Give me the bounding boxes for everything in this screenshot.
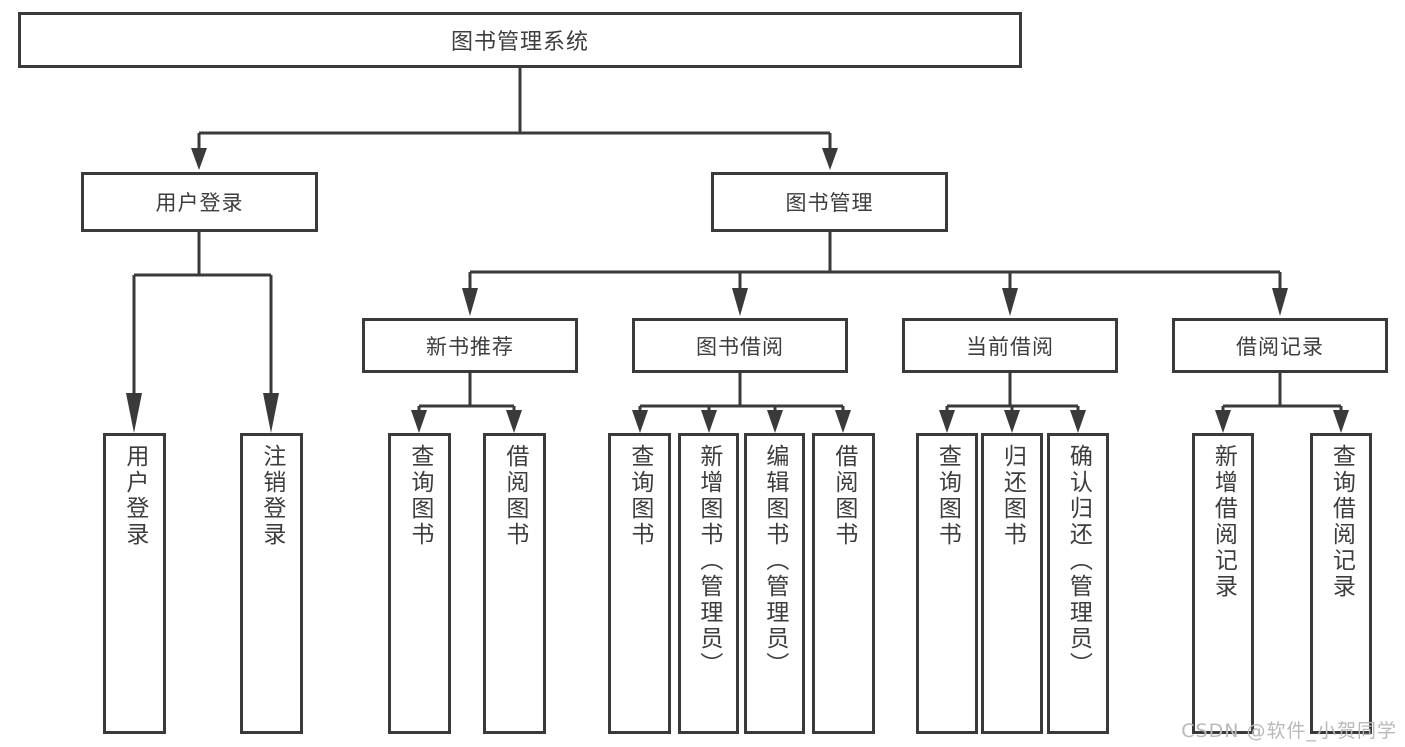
leaf-label: 查询图书 [934,444,961,548]
leaf-borrow-record-1[interactable]: 新增借阅记录 [1192,433,1254,734]
leaf-label: 借阅图书 [830,444,857,548]
node-new-book-recommend-label: 新书推荐 [426,334,514,359]
arrow-manage-to-recommend [462,288,478,316]
leaf-label: 用户登录 [121,444,148,548]
arrow-manage-to-current [1002,288,1018,316]
arrow-record-leaf-1 [1215,410,1231,433]
arrow-borrow-leaf-2 [701,410,717,433]
arrow-root-to-manage [822,148,838,170]
arrow-borrow-leaf-1 [632,410,648,433]
node-borrow-record[interactable]: 借阅记录 [1172,318,1388,373]
leaf-label: 新增图书（管理员） [695,444,722,678]
leaf-label: 新增借阅记录 [1210,444,1237,600]
arrow-root-to-login [191,148,207,170]
leaf-current-borrow-1[interactable]: 查询图书 [916,433,978,734]
leaf-label: 编辑图书（管理员） [761,444,788,678]
arrow-borrow-leaf-3 [767,410,783,433]
node-current-borrow-label: 当前借阅 [966,334,1054,359]
node-root[interactable]: 图书管理系统 [18,12,1022,68]
leaf-user-login-1[interactable]: 用户登录 [103,433,166,734]
leaf-new-book-recommend-1[interactable]: 查询图书 [388,433,451,734]
leaf-label: 查询图书 [626,444,653,548]
leaf-label: 归还图书 [999,444,1026,548]
arrow-current-leaf-2 [1004,410,1020,433]
node-current-borrow[interactable]: 当前借阅 [902,318,1118,373]
node-book-management[interactable]: 图书管理 [711,172,948,232]
arrow-login-leaf-2 [263,393,279,433]
leaf-label: 查询图书 [406,444,433,548]
node-book-management-label: 图书管理 [785,191,874,215]
node-book-borrow[interactable]: 图书借阅 [632,318,848,373]
arrow-recommend-leaf-1 [411,410,427,433]
leaf-current-borrow-2[interactable]: 归还图书 [981,433,1043,734]
arrow-record-leaf-2 [1333,410,1349,433]
leaf-book-borrow-2[interactable]: 新增图书（管理员） [678,433,739,734]
leaf-label: 注销登录 [258,444,285,548]
arrow-login-leaf-1 [126,393,142,433]
csdn-watermark: CSDN @软件_小贺同学 [1181,720,1397,742]
leaf-user-login-2[interactable]: 注销登录 [240,433,303,734]
leaf-book-borrow-3[interactable]: 编辑图书（管理员） [744,433,805,734]
node-borrow-record-label: 借阅记录 [1236,334,1324,359]
leaf-book-borrow-4[interactable]: 借阅图书 [812,433,875,734]
node-user-login[interactable]: 用户登录 [81,172,318,232]
node-root-label: 图书管理系统 [450,30,589,55]
node-new-book-recommend[interactable]: 新书推荐 [362,318,578,373]
leaf-book-borrow-1[interactable]: 查询图书 [608,433,671,734]
leaf-borrow-record-2[interactable]: 查询借阅记录 [1310,433,1372,734]
leaf-label: 查询借阅记录 [1328,444,1355,600]
leaf-label: 借阅图书 [501,444,528,548]
leaf-label: 确认归还（管理员） [1065,444,1092,678]
leaf-current-borrow-3[interactable]: 确认归还（管理员） [1047,433,1109,734]
arrow-recommend-leaf-2 [506,410,522,433]
arrow-manage-to-borrow [732,288,748,316]
arrow-manage-to-record [1272,288,1288,316]
node-book-borrow-label: 图书借阅 [696,334,784,359]
arrow-current-leaf-1 [939,410,955,433]
leaf-new-book-recommend-2[interactable]: 借阅图书 [483,433,546,734]
arrow-current-leaf-3 [1070,410,1086,433]
arrow-borrow-leaf-4 [835,410,851,433]
node-user-login-label: 用户登录 [155,191,244,215]
